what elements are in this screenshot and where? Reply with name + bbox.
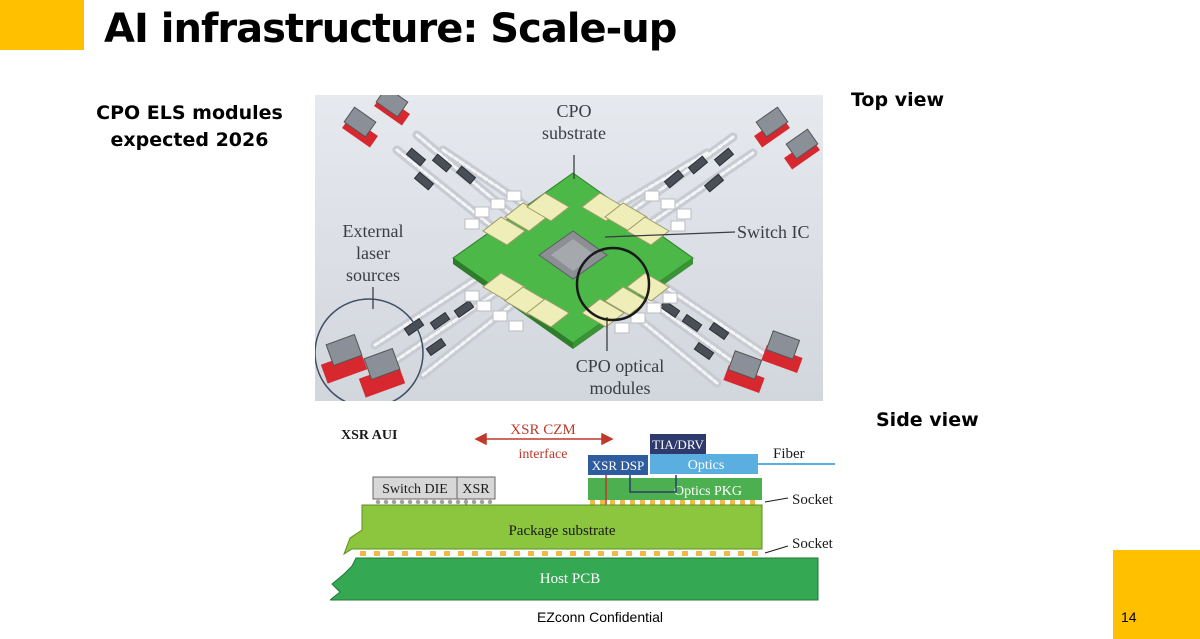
top-view-leader-lines [372, 155, 736, 351]
xsr-dsp-label: XSR DSP [592, 458, 644, 473]
side-view-diagram: XSR AUI XSR CZM interface TIA/DRV XSR DS… [330, 408, 840, 604]
xsr-czm-arrow [474, 432, 614, 446]
cpo-optical-label-2: modules [590, 378, 651, 398]
els-label-3: sources [346, 265, 400, 285]
dsp-optics-trace [629, 475, 677, 493]
els-label-2: laser [356, 243, 390, 263]
optics-block [650, 454, 758, 474]
top-view-diagram: CPO substrate Switch IC External laser s… [315, 95, 823, 401]
die-bumps [375, 499, 493, 505]
note-line-1: CPO ELS modules [96, 102, 283, 124]
laser-source-bottom-left [320, 333, 406, 398]
socket-lower-leader [764, 545, 789, 554]
cpo-els-note: CPO ELS modules expected 2026 [82, 100, 297, 154]
package-substrate-label: Package substrate [508, 523, 615, 539]
accent-block-bottom-right [1113, 550, 1200, 639]
tia-drv-label: TIA/DRV [652, 437, 704, 452]
package-substrate [343, 504, 763, 556]
upper-socket-dots [590, 500, 755, 505]
cpo-substrate-label-1: CPO [556, 101, 591, 121]
xsr-label: XSR [462, 482, 490, 497]
optics-pkg-label: Optics PKG [674, 484, 742, 499]
xsr-block [456, 476, 496, 500]
socket-lower-label: Socket [792, 536, 834, 552]
optics-pkg-block [588, 478, 762, 500]
laser-source-top-left [342, 95, 410, 148]
socket-upper-leader [764, 497, 789, 503]
accent-block-top-left [0, 0, 84, 50]
note-line-2: expected 2026 [110, 129, 269, 151]
xsr-aui-label: XSR AUI [341, 428, 397, 443]
els-label-1: External [343, 221, 404, 241]
highlight-circle-optical [575, 246, 651, 322]
laser-source-bottom-right [723, 330, 803, 394]
fiber-connectors [403, 147, 735, 361]
fiber-label: Fiber [773, 446, 805, 462]
page-number: 14 [1121, 609, 1137, 625]
highlight-circle-laser [315, 298, 424, 401]
cpo-substrate-label-2: substrate [542, 123, 606, 143]
host-pcb [330, 557, 819, 601]
footer-confidential: EZconn Confidential [536, 609, 664, 625]
socket-upper-label: Socket [792, 492, 834, 508]
interface-label: interface [519, 447, 568, 462]
tia-drv-block [650, 434, 706, 454]
cpo-optical-label-1: CPO optical [576, 356, 665, 376]
switch-die-label: Switch DIE [382, 482, 448, 497]
side-view-label: Side view [876, 409, 979, 431]
top-view-label: Top view [851, 89, 945, 111]
lower-socket-dots [360, 551, 758, 556]
optics-label: Optics [688, 458, 725, 473]
host-pcb-label: Host PCB [540, 571, 600, 587]
switch-ic-label: Switch IC [737, 222, 810, 242]
xsr-dsp-block [588, 455, 648, 475]
slide-title: AI infrastructure: Scale-up [104, 6, 677, 52]
laser-source-top-right [754, 106, 820, 170]
xsr-czm-label: XSR CZM [510, 422, 575, 438]
